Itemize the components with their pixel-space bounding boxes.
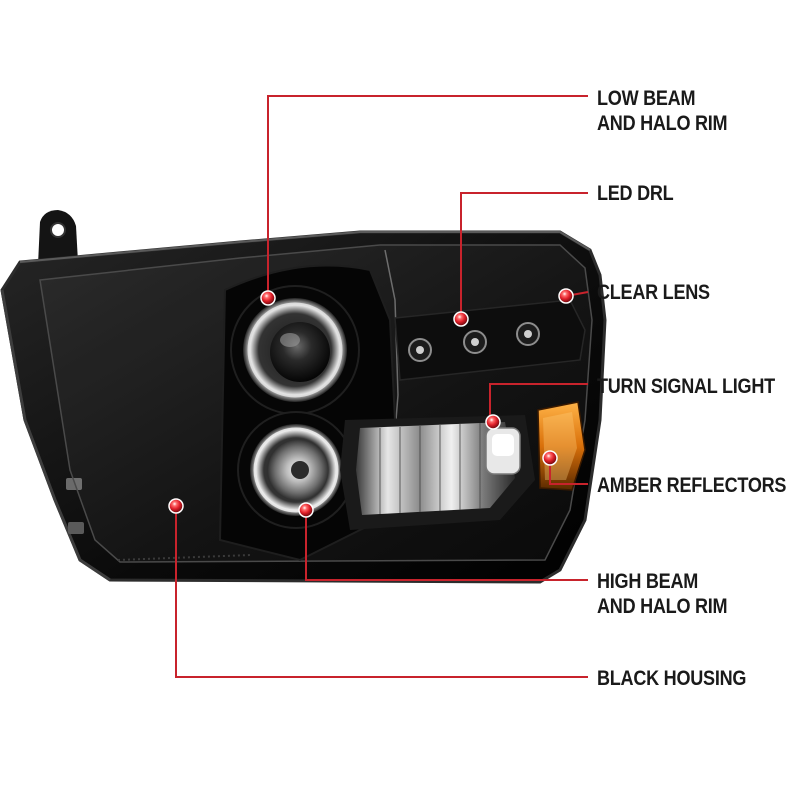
turn-signal-bulb — [485, 427, 521, 475]
high-beam-halo-ring — [253, 427, 339, 513]
callout-label-high-beam: HIGH BEAM AND HALO RIM — [597, 569, 728, 619]
callout-label-line: TURN SIGNAL LIGHT — [597, 375, 775, 398]
high-beam-reflector — [237, 411, 355, 529]
callout-label-line: AND HALO RIM — [597, 595, 728, 618]
callout-dot-high-beam — [298, 502, 314, 518]
leader-lines — [175, 95, 589, 678]
callout-label-line: AND HALO RIM — [597, 112, 728, 135]
leader-amber-reflectors — [549, 458, 588, 485]
low-beam-projector — [230, 285, 360, 415]
callout-label-led-drl: LED DRL — [597, 181, 674, 206]
leader-high-beam — [305, 510, 588, 581]
mounting-hole — [50, 222, 66, 238]
callout-label-clear-lens: CLEAR LENS — [597, 280, 710, 305]
callout-label-amber-reflectors: AMBER REFLECTORS — [597, 473, 786, 498]
callout-label-black-housing: BLACK HOUSING — [597, 666, 746, 691]
callout-label-line: LOW BEAM — [597, 87, 696, 110]
callout-dot-clear-lens — [558, 288, 574, 304]
callout-dot-low-beam — [260, 290, 276, 306]
callout-label-line: BLACK HOUSING — [597, 667, 747, 690]
callout-label-line: HIGH BEAM — [597, 570, 699, 593]
callout-dot-led-drl — [453, 311, 469, 327]
leader-turn-signal — [489, 383, 588, 420]
led-drl-bar — [394, 299, 586, 381]
leader-led-drl — [460, 192, 588, 319]
turn-signal-reflector — [356, 422, 515, 515]
callout-label-low-beam: LOW BEAM AND HALO RIM — [597, 86, 728, 136]
callout-dot-amber-reflectors — [542, 450, 558, 466]
callout-label-line: AMBER REFLECTORS — [597, 474, 787, 497]
leader-low-beam — [267, 95, 588, 298]
low-beam-halo-ring — [247, 302, 343, 398]
callout-dot-turn-signal — [485, 414, 501, 430]
led-drl-leds — [408, 322, 540, 362]
callout-dots — [168, 288, 574, 518]
leader-black-housing — [175, 506, 588, 678]
callout-label-turn-signal: TURN SIGNAL LIGHT — [597, 374, 775, 399]
callout-label-line: CLEAR LENS — [597, 281, 710, 304]
callout-dot-black-housing — [168, 498, 184, 514]
callout-label-line: LED DRL — [597, 182, 674, 205]
